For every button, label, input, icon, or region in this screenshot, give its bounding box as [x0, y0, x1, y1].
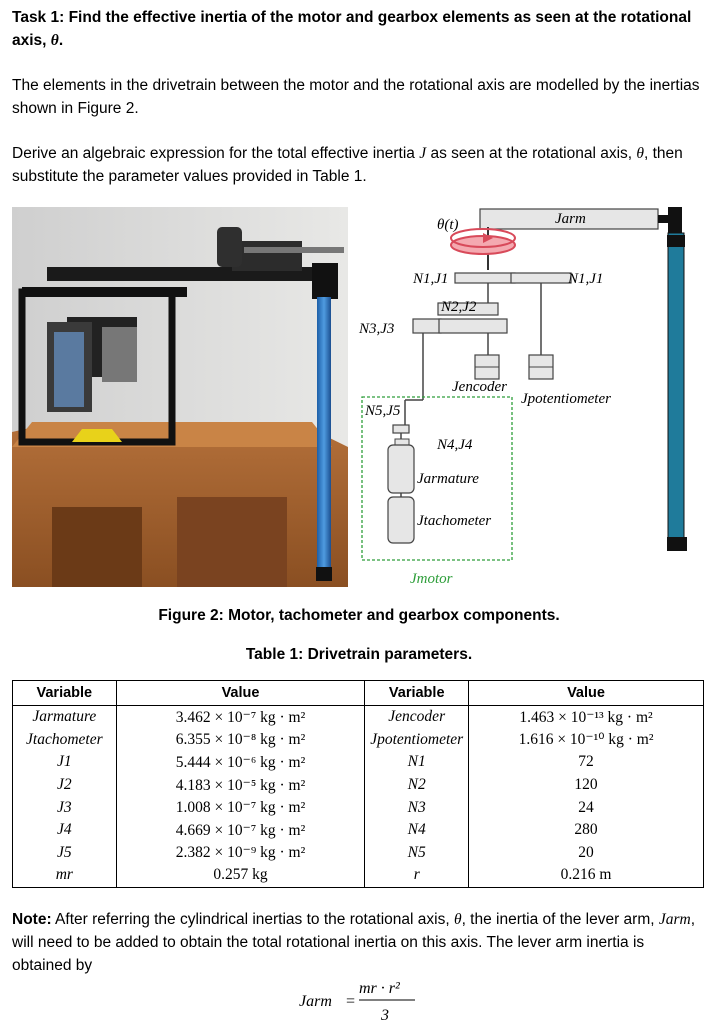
- cell-value: 24: [468, 796, 704, 819]
- cell-variable: N5: [364, 841, 470, 865]
- cell-variable: N3: [364, 796, 470, 819]
- cell-variable: Jencoder: [364, 705, 470, 729]
- table-caption: Table 1: Drivetrain parameters.: [245, 646, 473, 663]
- n5j5-label: N5,J5: [364, 403, 401, 419]
- table-row: J4 4.669 × 10⁻⁷ kg · m² N4 280: [12, 818, 704, 842]
- formula-numerator: mr · r²: [359, 980, 401, 997]
- cell-variable: N4: [364, 818, 470, 842]
- cell-value: 120: [468, 773, 704, 797]
- cell-variable: Jarmature: [12, 705, 117, 729]
- potentiometer-label: Jpotentiometer: [521, 391, 611, 407]
- table-row: J1 5.444 × 10⁻⁶ kg · m² N1 72: [12, 751, 704, 774]
- cell-variable: J5: [12, 841, 117, 865]
- drivetrain-diagram: θ(t) Jarm N1,J1 N1,J1 N2,J2 N3,J3 Jencod…: [358, 207, 687, 587]
- cell-value: 0.257 kg: [115, 864, 366, 888]
- header-value-1: Value: [115, 680, 366, 706]
- cell-value: 4.183 × 10⁻⁵ kg · m²: [115, 773, 366, 797]
- cell-value: 0.216 m: [468, 864, 704, 888]
- cell-value: 1.008 × 10⁻⁷ kg · m²: [115, 796, 366, 819]
- cell-variable: J1: [12, 751, 117, 774]
- motor-label: Jmotor: [410, 571, 453, 587]
- table-row: J5 2.382 × 10⁻⁹ kg · m² N5 20: [12, 841, 704, 865]
- cell-variable: J4: [12, 818, 117, 842]
- cell-value: 1.616 × 10⁻¹⁰ kg · m²: [468, 728, 704, 752]
- table-header-row: Variable Value Variable Value: [12, 680, 704, 706]
- table-row: J2 4.183 × 10⁻⁵ kg · m² N2 120: [12, 773, 704, 797]
- formula-lhs: Jarm: [299, 993, 332, 1010]
- table-row: mr 0.257 kg r 0.216 m: [12, 864, 704, 888]
- cell-value: 4.669 × 10⁻⁷ kg · m²: [115, 818, 366, 842]
- cell-value: 1.463 × 10⁻¹³ kg · m²: [468, 705, 704, 729]
- pendulum-rod: [667, 232, 685, 544]
- table-row: Jtachometer 6.355 × 10⁻⁸ kg · m² Jpotent…: [12, 728, 704, 752]
- header-variable-2: Variable: [364, 680, 470, 706]
- cell-value: 2.382 × 10⁻⁹ kg · m²: [115, 841, 366, 865]
- theta-label: θ(t): [437, 217, 459, 233]
- parameters-table: Variable Value Variable Value Jarmature …: [12, 680, 704, 888]
- apparatus-photo: [12, 207, 348, 587]
- task-heading: Task 1: Find the effective inertia of th…: [12, 9, 692, 49]
- motor-box: [361, 396, 513, 561]
- cell-variable: J2: [12, 773, 117, 797]
- jarm-label: Jarm: [555, 211, 586, 227]
- cell-variable: Jtachometer: [12, 728, 117, 752]
- header-value-2: Value: [468, 680, 704, 706]
- tachometer-label: Jtachometer: [417, 513, 491, 529]
- n1j1-left-label: N1,J1: [412, 271, 448, 287]
- intro-paragraph: The elements in the drivetrain between t…: [12, 77, 700, 117]
- cell-value: 280: [468, 818, 704, 842]
- cell-value: 3.462 × 10⁻⁷ kg · m²: [115, 705, 366, 729]
- header-variable-1: Variable: [12, 680, 117, 706]
- cell-value: 20: [468, 841, 704, 865]
- note-paragraph: Note: After referring the cylindrical in…: [12, 911, 696, 974]
- figure-caption: Figure 2: Motor, tachometer and gearbox …: [158, 607, 560, 624]
- encoder-label: Jencoder: [452, 379, 507, 395]
- n4j4-label: N4,J4: [436, 437, 473, 453]
- table-row: Jarmature 3.462 × 10⁻⁷ kg · m² Jencoder …: [12, 705, 704, 729]
- armature-label: Jarmature: [417, 471, 479, 487]
- cell-value: 5.444 × 10⁻⁶ kg · m²: [115, 751, 366, 774]
- n2j2-label: N2,J2: [440, 299, 477, 315]
- cell-variable: r: [364, 864, 470, 888]
- cell-variable: mr: [12, 864, 117, 888]
- cell-value: 72: [468, 751, 704, 774]
- cell-variable: N1: [364, 751, 470, 774]
- formula-equals: =: [345, 993, 356, 1010]
- formula-denominator: 3: [380, 1007, 389, 1024]
- derive-paragraph: Derive an algebraic expression for the t…: [12, 145, 683, 185]
- cell-value: 6.355 × 10⁻⁸ kg · m²: [115, 728, 366, 752]
- arm-inertia-formula: Jarm = mr · r² 3: [299, 980, 415, 1024]
- n1j1-right-label: N1,J1: [567, 271, 603, 287]
- cell-variable: Jpotentiometer: [364, 728, 470, 752]
- cell-variable: N2: [364, 773, 470, 797]
- n3j3-label: N3,J3: [358, 321, 394, 337]
- cell-variable: J3: [12, 796, 117, 819]
- table-row: J3 1.008 × 10⁻⁷ kg · m² N3 24: [12, 796, 704, 819]
